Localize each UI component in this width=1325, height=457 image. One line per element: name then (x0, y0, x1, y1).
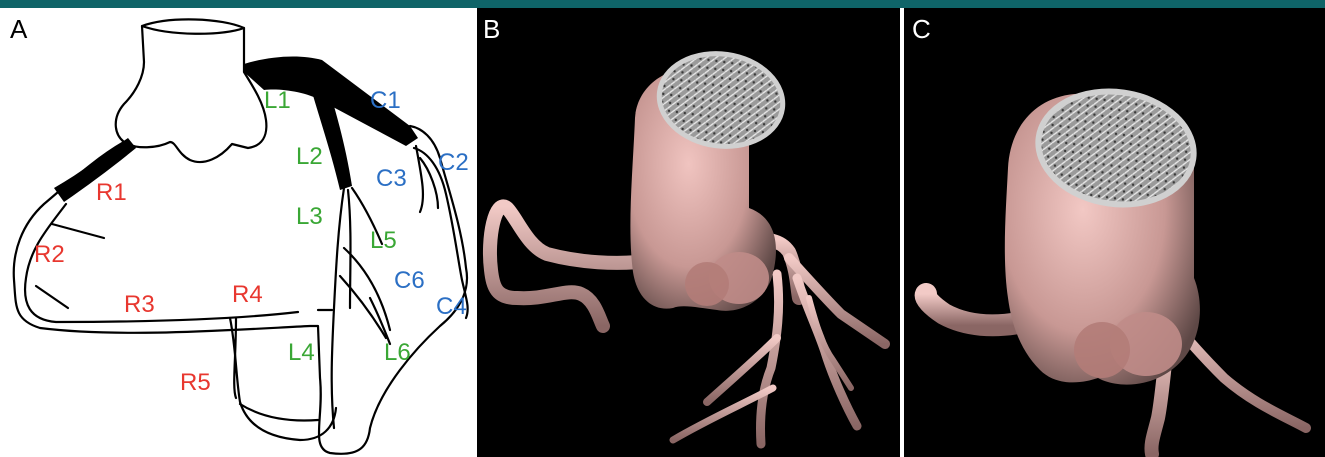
panel-b-3d-render: B (477, 8, 900, 457)
render-partial-tree (904, 8, 1325, 457)
segment-label-r5: R5 (180, 369, 211, 396)
coronary-schematic: R1 R2 R3 R4 R5 L1 L2 L3 L4 L5 L6 C1 C2 C… (0, 8, 477, 457)
segment-label-r1: R1 (96, 179, 127, 206)
segment-label-r4: R4 (232, 281, 263, 308)
segment-label-r2: R2 (34, 241, 65, 268)
segment-label-c2: C2 (438, 149, 469, 176)
panel-c-label: C (912, 16, 931, 42)
segment-label-l1: L1 (264, 87, 291, 114)
segment-label-c3: C3 (376, 165, 407, 192)
segment-label-l3: L3 (296, 203, 323, 230)
panel-a-schematic: A (0, 8, 477, 457)
segment-label-l4: L4 (288, 339, 315, 366)
aortic-root (116, 19, 267, 162)
segment-label-l6: L6 (384, 339, 411, 366)
header-bar (0, 0, 1325, 8)
segment-label-c1: C1 (370, 87, 401, 114)
panel-b-label: B (483, 16, 500, 42)
segment-label-c4: C4 (436, 293, 467, 320)
segment-label-r3: R3 (124, 291, 155, 318)
segment-label-c6: C6 (394, 267, 425, 294)
segment-label-l2: L2 (296, 143, 323, 170)
segment-label-l5: L5 (370, 227, 397, 254)
panel-c-3d-render: C (904, 8, 1325, 457)
render-full-tree (477, 8, 900, 457)
